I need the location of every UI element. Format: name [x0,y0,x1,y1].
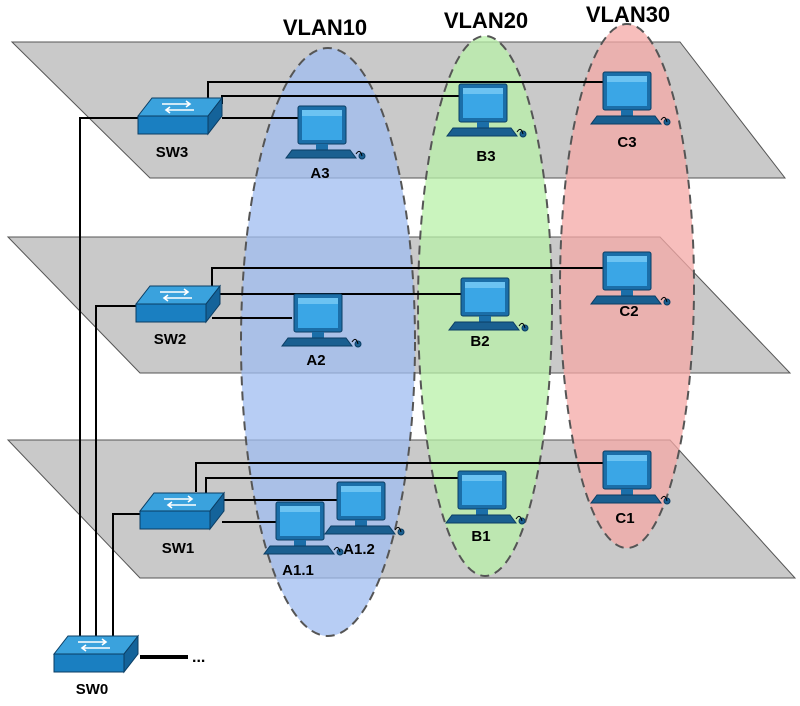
vlan20-label: VLAN20 [444,8,528,33]
sw1-switch-icon[interactable] [139,492,225,530]
sw3-label: SW3 [156,144,189,161]
sw3-switch-icon[interactable] [137,97,223,135]
sw2-switch-icon[interactable] [135,285,221,323]
pc-c3-label: C3 [617,134,636,151]
pc-a1-2-label: A1.2 [343,541,375,558]
pc-a2-label: A2 [306,352,325,369]
pc-b2-label: B2 [470,333,489,350]
sw0-label: SW0 [76,681,109,698]
pc-c2-label: C2 [619,303,638,320]
pc-b3-label: B3 [476,148,495,165]
sw1-label: SW1 [162,540,195,557]
pc-b1-label: B1 [471,528,490,545]
pc-a1-1-label: A1.1 [282,562,314,579]
pc-a3-label: A3 [310,165,329,182]
uplink-cables [79,117,140,640]
floor-1-cables [195,462,603,523]
sw0-switch-icon[interactable] [53,635,139,673]
uplink-ellipsis: ... [192,649,205,666]
pc-c1-label: C1 [615,510,634,527]
sw2-label: SW2 [154,331,187,348]
vlan10-label: VLAN10 [283,15,367,40]
vlan30-label: VLAN30 [586,2,670,27]
